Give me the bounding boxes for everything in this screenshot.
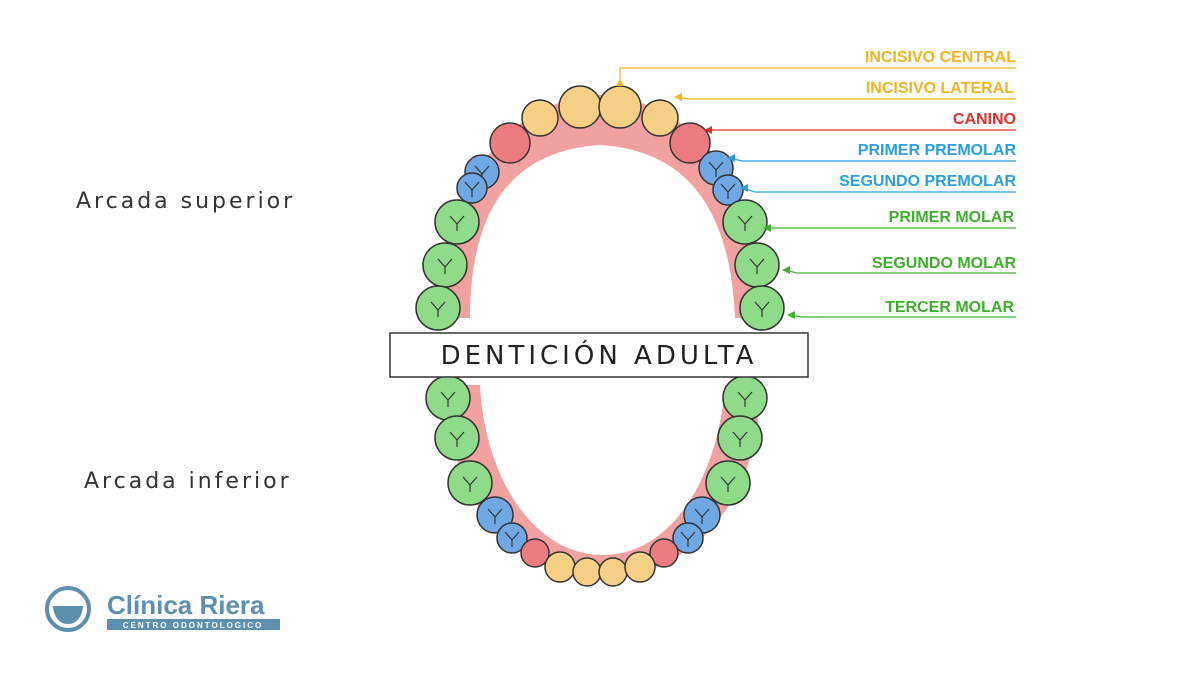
callout-arrow [740,184,748,192]
premolar-tooth [672,522,704,554]
tooth-groove [732,431,748,447]
tooth-groove [737,391,753,407]
label-canino: CANINO [953,111,1016,128]
incisor-tooth [624,551,656,583]
molar-tooth [425,375,471,421]
premolar-tooth [496,522,528,554]
logo-smile-icon [53,606,83,624]
tooth-groove [694,508,710,524]
logo-subtitle: CENTRO ODONTOLOGICO [123,621,264,630]
logo-subtitle-bar [107,619,280,630]
tooth-groove [487,508,503,524]
tooth-labels: INCISIVO CENTRAL INCISIVO LATERAL CANINO… [839,49,1016,316]
incisor-tooth [598,557,628,587]
tooth-groove [437,258,453,274]
canine-tooth [669,122,711,164]
molar-tooth [434,199,480,245]
callout-arrow [704,126,712,134]
label-segundo-molar: SEGUNDO MOLAR [872,255,1016,272]
page-title: DENTICIÓN ADULTA [441,339,758,371]
callout-line [676,96,1016,100]
canine-tooth [649,538,679,568]
molar-tooth [739,285,785,331]
tooth-groove [754,301,770,317]
tooth-groove [720,476,736,492]
molar-tooth [415,285,461,331]
callout-lines [616,67,1016,319]
tooth-groove [449,431,465,447]
callout-arrow [616,79,624,86]
callout-arrow [674,93,682,101]
label-segundo-premolar: SEGUNDO PREMOLAR [839,173,1016,190]
molar-tooth [434,415,480,461]
premolar-tooth [712,174,744,206]
label-tercer-molar: TERCER MOLAR [885,299,1014,316]
incisor-tooth [521,99,559,137]
tooth-groove [449,215,465,231]
incisor-tooth [544,551,576,583]
molar-tooth [705,460,751,506]
incisor-tooth [558,85,602,129]
molar-tooth [447,460,493,506]
tooth-groove [708,161,724,177]
premolar-tooth [476,496,514,534]
premolar-tooth [456,172,488,204]
upper-arch-label: Arcada superior [76,189,295,214]
canine-tooth [520,538,550,568]
tooth-groove [737,215,753,231]
tooth-groove [504,531,520,547]
label-primer-molar: PRIMER MOLAR [889,209,1015,226]
callout-arrow [763,224,771,232]
logo-icon [45,586,91,632]
tooth-groove [462,476,478,492]
tooth-groove [680,531,696,547]
molar-tooth [734,242,780,288]
tooth-groove [464,181,480,197]
incisor-tooth [572,557,602,587]
callout-arrow [782,266,790,274]
clinic-logo: Clínica Riera CENTRO ODONTOLOGICO [45,586,280,632]
tooth-groove [430,301,446,317]
logo-name: Clínica Riera [107,590,265,620]
callout-line [619,67,1016,82]
upper-gum [440,95,765,318]
molar-tooth [722,375,768,421]
tooth-groove [440,391,456,407]
tooth-groove [749,258,765,274]
callout-arrow [727,154,735,162]
teeth-group [415,85,785,587]
label-primer-premolar: PRIMER PREMOLAR [858,142,1017,159]
title-box [389,332,809,378]
molar-tooth [722,199,768,245]
canine-tooth [489,122,531,164]
molar-tooth [717,415,763,461]
label-incisivo-central: INCISIVO CENTRAL [865,49,1016,66]
callout-arrow [787,311,795,319]
incisor-tooth [598,85,642,129]
label-incisivo-lateral: INCISIVO LATERAL [866,80,1014,97]
incisor-tooth [641,99,679,137]
lower-arch-label: Arcada inferior [84,469,292,494]
tooth-groove [720,183,736,199]
molar-tooth [422,242,468,288]
